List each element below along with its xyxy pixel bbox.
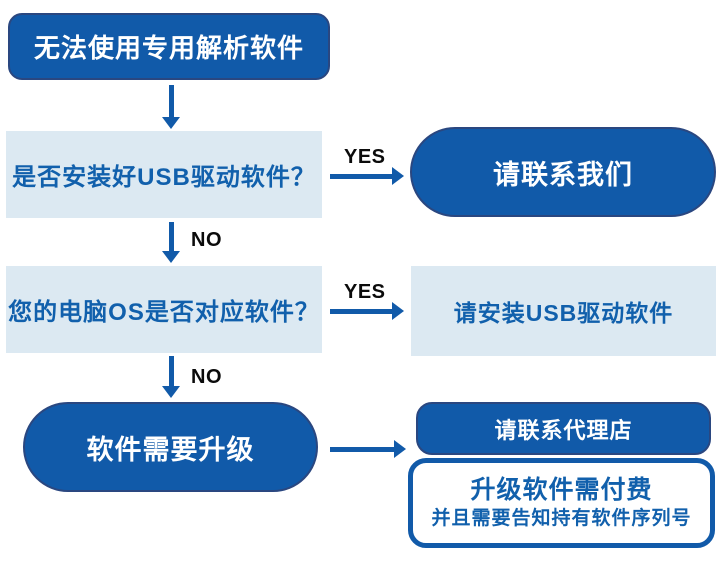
arrow-head-icon xyxy=(392,167,404,185)
arrow-head-icon xyxy=(392,302,404,320)
node-contact-dealer: 请联系代理店 xyxy=(416,402,711,455)
node-question-os-support: 您的电脑OS是否对应软件？ xyxy=(6,266,322,353)
arrow-line xyxy=(169,356,174,387)
arrow-line xyxy=(330,309,392,314)
edge-label-yes1: YES xyxy=(344,146,386,168)
arrow-line xyxy=(169,85,174,118)
node-question-usb-driver: 是否安装好USB驱动软件？ xyxy=(6,131,322,218)
arrow-line xyxy=(169,222,174,252)
edge-label-yes2: YES xyxy=(344,281,386,303)
edge-label-no2: NO xyxy=(191,366,222,388)
arrow-line xyxy=(330,447,394,452)
node-software-upgrade: 软件需要升级 xyxy=(23,402,318,492)
arrow-head-icon xyxy=(162,251,180,263)
arrow-head-icon xyxy=(394,440,406,458)
upgrade-fee-title: 升级软件需付费 xyxy=(470,476,653,505)
node-upgrade-fee-note: 升级软件需付费 并且需要告知持有软件序列号 xyxy=(408,458,715,548)
edge-label-no1: NO xyxy=(191,229,222,251)
arrow-line xyxy=(330,174,392,179)
node-contact-us: 请联系我们 xyxy=(410,127,716,217)
upgrade-fee-subtitle: 并且需要告知持有软件序列号 xyxy=(431,507,692,529)
arrow-head-icon xyxy=(162,386,180,398)
node-start: 无法使用专用解析软件 xyxy=(8,13,330,80)
arrow-head-icon xyxy=(162,117,180,129)
node-install-usb-driver: 请安装USB驱动软件 xyxy=(411,266,716,356)
